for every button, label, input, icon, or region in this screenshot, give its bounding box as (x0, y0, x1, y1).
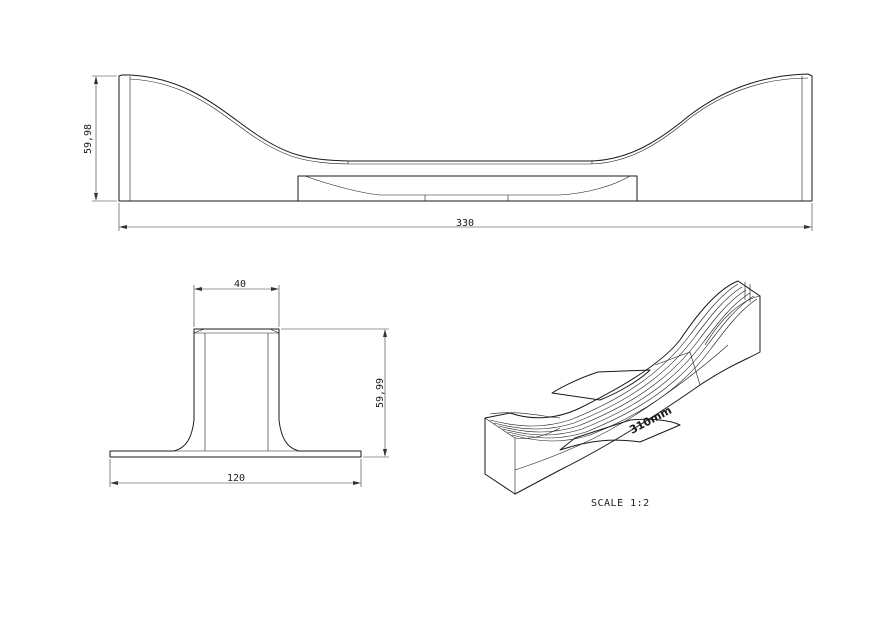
side-base-width-dimension: 120 (109, 459, 362, 487)
front-length-dimension: 330 (118, 203, 813, 231)
iso-view: 310mm (484, 280, 761, 495)
iso-rear-face (704, 280, 761, 352)
iso-end-face (484, 417, 516, 494)
iso-foot (551, 369, 651, 401)
side-height-label: 59,99 (375, 378, 386, 408)
side-top-width-dimension: 40 (193, 279, 280, 327)
side-height-dimension: 59,99 (281, 328, 389, 458)
iso-foot-front (559, 418, 681, 451)
iso-engraving: 310mm (627, 404, 674, 437)
side-base-width-label: 120 (227, 473, 245, 484)
scale-label: SCALE 1:2 (591, 498, 650, 509)
front-view-foot-inner (304, 175, 631, 196)
front-view: 59,98 330 (83, 73, 813, 231)
front-view-top-edge (129, 77, 809, 165)
front-length-label: 330 (456, 218, 474, 229)
iso-side-contour (654, 351, 701, 386)
front-height-dimension: 59,98 (83, 75, 117, 202)
side-view-chamfer-left (193, 328, 205, 334)
iso-body (484, 280, 761, 495)
side-view-outline (109, 328, 362, 458)
iso-end-face-top (514, 427, 561, 439)
front-height-label: 59,98 (83, 124, 94, 154)
side-view: 40 59,99 120 (109, 279, 389, 487)
side-top-width-label: 40 (234, 279, 246, 290)
front-view-foot (297, 175, 638, 202)
side-view-chamfer-right (269, 328, 280, 334)
front-view-outline (118, 73, 813, 202)
iso-side-contour (514, 344, 729, 471)
